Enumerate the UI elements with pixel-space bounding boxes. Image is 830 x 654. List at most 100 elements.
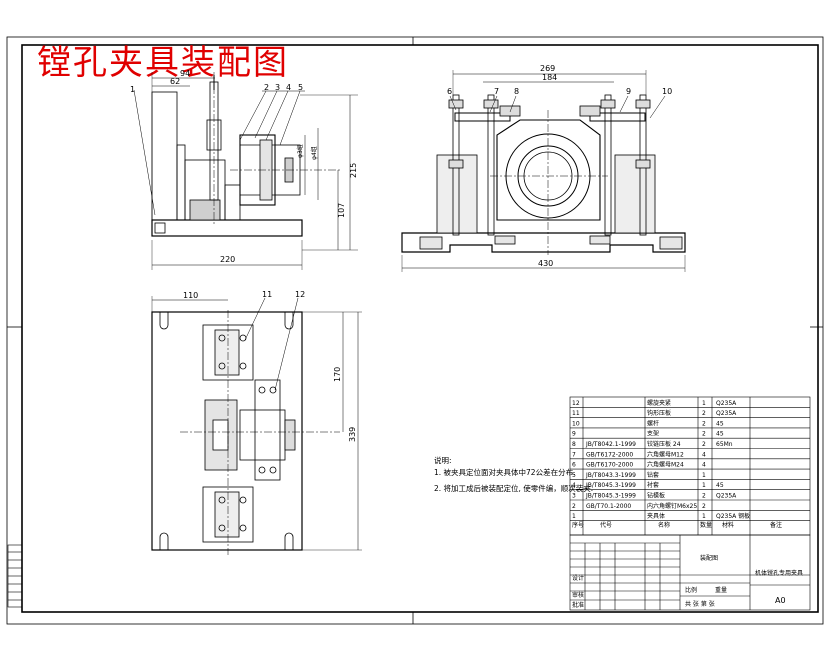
balloon-11: 11 bbox=[262, 290, 272, 299]
bom-cell-code: GB/T6172-2000 bbox=[586, 451, 633, 458]
bom-header-row: 序号 代号 名称 数量 材料 备注 bbox=[572, 521, 782, 529]
bom-header-code: 代号 bbox=[600, 521, 612, 529]
bom-cell-name: 六角螺母M24 bbox=[647, 461, 684, 469]
bom-cell-no: 7 bbox=[572, 451, 576, 458]
dim-269: 269 bbox=[540, 64, 555, 73]
bom-header-remark: 备注 bbox=[770, 521, 782, 529]
balloon-7: 7 bbox=[494, 87, 499, 96]
balloon-12: 12 bbox=[295, 290, 305, 299]
bom-cell-name: 衬套 bbox=[647, 481, 659, 489]
title-block-sheet-size: A0 bbox=[775, 596, 786, 605]
title-block-approve: 批准 bbox=[572, 601, 584, 609]
dim-94: 94 bbox=[180, 69, 190, 78]
dim-339: 339 bbox=[348, 427, 357, 442]
balloon-5: 5 bbox=[298, 83, 303, 92]
balloon-2: 2 bbox=[264, 83, 269, 92]
bom-cell-material: Q235A 钢板 bbox=[716, 512, 750, 520]
side-view bbox=[401, 70, 686, 272]
dim-110: 110 bbox=[183, 291, 198, 300]
bom-header-qty: 数量 bbox=[700, 521, 712, 529]
bom-cell-code: JB/T8042.1-1999 bbox=[585, 441, 636, 448]
bom-cell-code: JB/T8045.3-1999 bbox=[585, 493, 636, 500]
bom-cell-name: 内六角螺钉M6x25 bbox=[647, 502, 697, 510]
title-block: 装配图 机体镗孔专用夹具 A0 设计 审核 批准 比例 重量 共 张 第 张 bbox=[569, 534, 811, 611]
dim-107: 107 bbox=[337, 203, 346, 218]
bom-header-no: 序号 bbox=[572, 521, 584, 529]
bom-cell-qty: 2 bbox=[702, 493, 706, 500]
dim-62: 62 bbox=[170, 77, 180, 86]
bom-cell-no: 1 bbox=[572, 513, 576, 520]
bom-cell-material: Q235A bbox=[716, 400, 737, 407]
technical-notes: 说明: 1. 被夹具定位面对夹具体中72公差在分布. 2. 将加工成后被装配定位… bbox=[434, 455, 593, 493]
bom-cell-code: GB/T6170-2000 bbox=[586, 462, 633, 469]
bom-cell-name: 钻套 bbox=[647, 471, 659, 479]
bom-cell-code: JB/T8045.3-1999 bbox=[585, 482, 636, 489]
bom-cell-material: 65Mn bbox=[716, 441, 733, 448]
bom-cell-name: 钩形压板 bbox=[647, 409, 671, 417]
front-view-labels: 94 62 220 215 107 φ3组 φ4组 1 2 3 4 5 bbox=[130, 69, 358, 264]
balloon-3: 3 bbox=[275, 83, 280, 92]
dim-170: 170 bbox=[333, 367, 342, 382]
dim-dia4: φ4组 bbox=[310, 146, 318, 160]
bom-cell-qty: 1 bbox=[702, 472, 706, 479]
title-block-school: 装配图 bbox=[700, 554, 718, 562]
bom-cell-no: 8 bbox=[572, 441, 576, 448]
title-block-scale: 比例 bbox=[685, 586, 697, 594]
bom-cell-name: 铰链压板 24 bbox=[647, 440, 681, 448]
bom-cell-qty: 2 bbox=[702, 441, 706, 448]
bom-cell-no: 6 bbox=[572, 462, 576, 469]
title-block-sheet: 共 张 第 张 bbox=[685, 600, 715, 608]
top-view bbox=[151, 296, 362, 555]
balloon-4: 4 bbox=[286, 83, 291, 92]
bom-cell-qty: 2 bbox=[702, 410, 706, 417]
dim-430: 430 bbox=[538, 259, 553, 268]
bom-cell-no: 12 bbox=[572, 400, 580, 407]
bom-cell-material: 45 bbox=[716, 420, 724, 427]
bom-cell-no: 3 bbox=[572, 493, 576, 500]
bom-cell-name: 螺旋夹紧 bbox=[647, 399, 671, 407]
note-line-2: 2. 将加工成后被装配定位, 使零件编，顺次装夹. bbox=[434, 483, 593, 493]
bom-cell-no: 4 bbox=[572, 482, 576, 489]
balloon-9: 9 bbox=[626, 87, 631, 96]
title-block-check: 审核 bbox=[572, 591, 584, 599]
bom-cell-qty: 1 bbox=[702, 513, 706, 520]
bom-cell-code: JB/T8043.3-1999 bbox=[585, 472, 636, 479]
side-view-labels: 269 184 430 6 7 8 9 10 bbox=[447, 64, 672, 268]
dim-215: 215 bbox=[349, 163, 358, 178]
bom-cell-no: 11 bbox=[572, 410, 580, 417]
bom-header-name: 名称 bbox=[658, 521, 670, 529]
bom-cell-no: 9 bbox=[572, 431, 576, 438]
sheet-border bbox=[6, 36, 824, 625]
bom-cell-no: 5 bbox=[572, 472, 576, 479]
bom-cell-no: 2 bbox=[572, 503, 576, 510]
balloon-6: 6 bbox=[447, 87, 452, 96]
notes-heading: 说明: bbox=[434, 455, 452, 465]
bom-cell-name: 支架 bbox=[647, 430, 659, 438]
note-line-1: 1. 被夹具定位面对夹具体中72公差在分布. bbox=[434, 467, 575, 477]
bom-cell-qty: 4 bbox=[702, 462, 706, 469]
balloon-8: 8 bbox=[514, 87, 519, 96]
bom-cell-material: Q235A bbox=[716, 410, 737, 417]
dim-220: 220 bbox=[220, 255, 235, 264]
top-view-labels: 110 170 339 11 12 bbox=[183, 290, 357, 442]
bom-cell-name: 钻模板 bbox=[647, 492, 665, 500]
bom-cell-qty: 4 bbox=[702, 451, 706, 458]
title-block-design: 设计 bbox=[572, 574, 584, 582]
balloon-1: 1 bbox=[130, 85, 135, 94]
title-block-weight: 重量 bbox=[715, 586, 727, 594]
bom-cell-name: 夹具体 bbox=[647, 512, 665, 520]
bom-cell-code: GB/T70.1-2000 bbox=[586, 503, 631, 510]
dim-dia3: φ3组 bbox=[296, 144, 304, 158]
bom-cell-qty: 2 bbox=[702, 420, 706, 427]
front-view bbox=[133, 72, 358, 270]
bom-cell-material: 45 bbox=[716, 431, 724, 438]
bom-cell-material: 45 bbox=[716, 482, 724, 489]
bom-cell-name: 六角螺母M12 bbox=[647, 450, 684, 458]
bom-cell-material: Q235A bbox=[716, 493, 737, 500]
dim-184: 184 bbox=[542, 73, 557, 82]
bom-header-material: 材料 bbox=[722, 521, 734, 529]
side-strip bbox=[7, 544, 23, 608]
